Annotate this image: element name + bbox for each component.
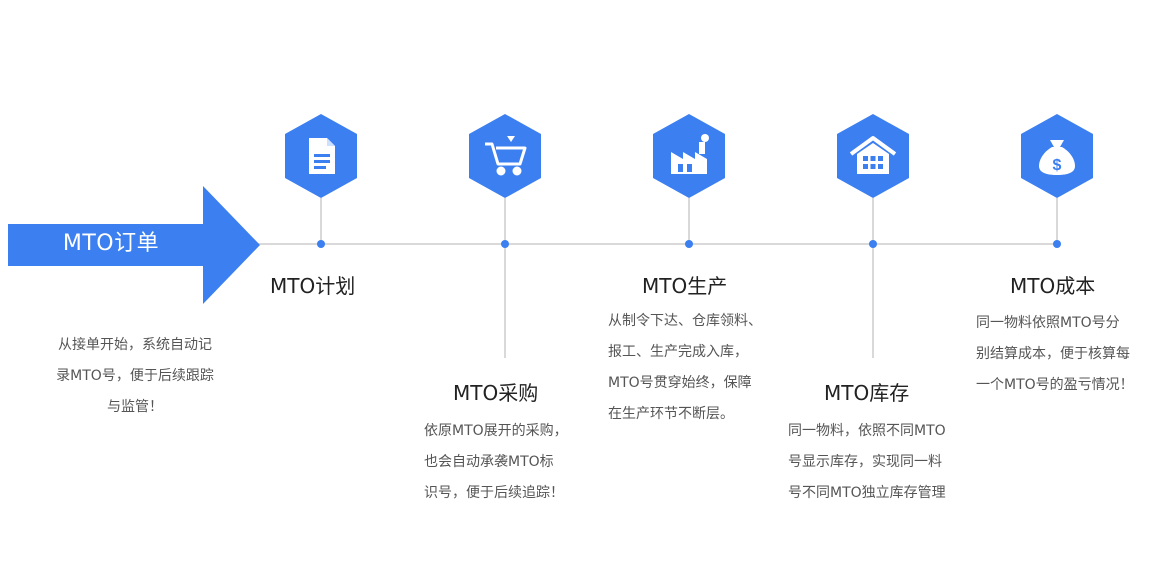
- plan-dot: [317, 240, 325, 248]
- cost-title: MTO成本: [1010, 274, 1096, 298]
- inventory-connector: [872, 198, 874, 358]
- cost-desc-line: 同一物料依照MTO号分: [976, 315, 1120, 331]
- inventory-desc-line: 号不同MTO独立库存管理: [788, 485, 946, 501]
- inventory-desc-line: 同一物料，依照不同MTO: [788, 423, 946, 439]
- cost-dot: [1053, 240, 1061, 248]
- warehouse-icon: [849, 136, 897, 174]
- purchase-hex: [467, 112, 543, 200]
- document-icon: [309, 138, 335, 174]
- purchase-desc-line: 也会自动承袭MTO标: [424, 454, 554, 470]
- production-description: 从制令下达、仓库领料、 报工、生产完成入库， MTO号贯穿始终，保障 在生产环节…: [608, 306, 762, 430]
- production-desc-line: 在生产环节不断层。: [608, 406, 734, 422]
- plan-connector: [320, 198, 322, 243]
- production-hex: [651, 112, 727, 200]
- inventory-desc-line: 号显示库存，实现同一料: [788, 454, 942, 470]
- start-arrow: [8, 186, 260, 304]
- money-bag-icon: $: [1039, 140, 1075, 175]
- purchase-connector: [504, 198, 506, 358]
- start-desc-line: 与监管！: [107, 399, 163, 415]
- production-desc-line: MTO号贯穿始终，保障: [608, 375, 752, 391]
- purchase-description: 依原MTO展开的采购， 也会自动承袭MTO标 识号，便于后续追踪！: [424, 416, 568, 509]
- production-connector: [688, 198, 690, 243]
- inventory-hex: [835, 112, 911, 200]
- factory-icon: [671, 134, 709, 174]
- purchase-desc-line: 识号，便于后续追踪！: [424, 485, 564, 501]
- start-description: 从接单开始，系统自动记 录MTO号，便于后续跟踪 与监管！: [30, 330, 240, 423]
- cost-desc-line: 一个MTO号的盈亏情况！: [976, 377, 1134, 393]
- start-desc-line: 从接单开始，系统自动记: [58, 337, 212, 353]
- purchase-desc-line: 依原MTO展开的采购，: [424, 423, 568, 439]
- production-desc-line: 报工、生产完成入库，: [608, 344, 748, 360]
- cost-desc-line: 别结算成本，便于核算每: [976, 346, 1130, 362]
- production-desc-line: 从制令下达、仓库领料、: [608, 313, 762, 329]
- start-label: MTO订单: [62, 231, 160, 256]
- purchase-title: MTO采购: [453, 381, 539, 405]
- purchase-dot: [501, 240, 509, 248]
- start-desc-line: 录MTO号，便于后续跟踪: [56, 368, 214, 384]
- svg-text:$: $: [1053, 157, 1062, 174]
- plan-hex: [283, 112, 359, 200]
- cost-connector: [1056, 198, 1058, 243]
- inventory-title: MTO库存: [824, 381, 910, 405]
- timeline-line: [255, 243, 1060, 245]
- inventory-description: 同一物料，依照不同MTO 号显示库存，实现同一料 号不同MTO独立库存管理: [788, 416, 946, 509]
- production-title: MTO生产: [642, 274, 728, 298]
- cost-hex: $: [1019, 112, 1095, 200]
- inventory-dot: [869, 240, 877, 248]
- shopping-cart-icon: [485, 142, 527, 176]
- production-dot: [685, 240, 693, 248]
- cost-description: 同一物料依照MTO号分 别结算成本，便于核算每 一个MTO号的盈亏情况！: [976, 308, 1134, 401]
- plan-title: MTO计划: [270, 274, 356, 298]
